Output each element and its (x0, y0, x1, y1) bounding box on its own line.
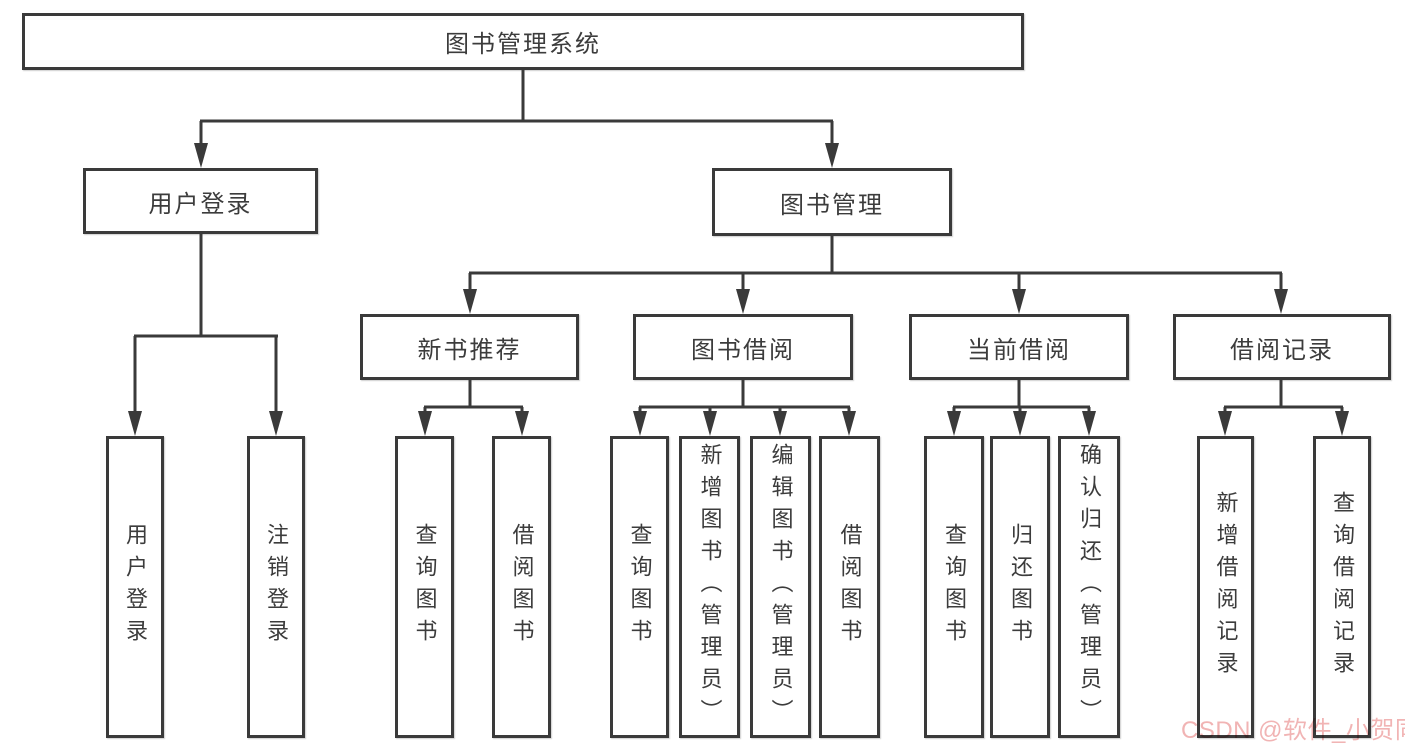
leaf-label: 借阅图书 (509, 523, 535, 651)
leaf-logout: 注销登录 (247, 436, 305, 738)
node-current-borrowing: 当前借阅 (909, 314, 1129, 380)
node-borrow-records: 借阅记录 (1173, 314, 1391, 380)
leaf-label: 确认归还（管理员） (1077, 443, 1102, 731)
leaf-query-books-borrow: 查询图书 (610, 436, 669, 738)
leaf-label: 编辑图书（管理员） (768, 443, 794, 731)
leaf-borrow-books-recommend: 借阅图书 (492, 436, 551, 738)
leaf-query-books-current: 查询图书 (924, 436, 984, 738)
leaf-query-borrow-record: 查询借阅记录 (1313, 436, 1371, 738)
leaf-label: 查询图书 (942, 523, 967, 651)
leaf-label: 新增图书（管理员） (697, 443, 723, 731)
leaf-return-books: 归还图书 (990, 436, 1050, 738)
node-library-management-system: 图书管理系统 (22, 13, 1024, 70)
leaf-label: 归还图书 (1008, 523, 1033, 651)
node-user-login: 用户登录 (83, 168, 318, 234)
node-label: 新书推荐 (417, 336, 522, 364)
leaf-borrow-books: 借阅图书 (819, 436, 880, 738)
leaf-label: 查询借阅记录 (1330, 491, 1355, 683)
node-new-book-recommend: 新书推荐 (360, 314, 579, 380)
node-label: 当前借阅 (967, 336, 1071, 364)
node-label: 借阅记录 (1230, 336, 1334, 364)
leaf-label: 注销登录 (264, 523, 289, 651)
leaf-label: 查询图书 (627, 523, 653, 651)
leaf-label: 新增借阅记录 (1213, 491, 1239, 683)
node-label: 图书借阅 (691, 336, 795, 364)
csdn-watermark: CSDN @软件_小贺同学 (1181, 717, 1405, 744)
leaf-add-books-admin: 新增图书（管理员） (679, 436, 740, 738)
node-label: 图书管理 (780, 191, 884, 219)
node-book-borrowing: 图书借阅 (633, 314, 853, 380)
leaf-edit-books-admin: 编辑图书（管理员） (750, 436, 811, 738)
leaf-label: 查询图书 (412, 523, 438, 651)
leaf-add-borrow-record: 新增借阅记录 (1197, 436, 1254, 738)
leaf-label: 用户登录 (123, 523, 148, 651)
leaf-label: 借阅图书 (837, 523, 863, 651)
leaf-confirm-return-admin: 确认归还（管理员） (1058, 436, 1120, 738)
node-label: 图书管理系统 (445, 31, 601, 58)
node-book-management: 图书管理 (712, 168, 952, 236)
leaf-user-login: 用户登录 (106, 436, 164, 738)
leaf-query-books-recommend: 查询图书 (395, 436, 454, 738)
node-label: 用户登录 (148, 190, 253, 218)
